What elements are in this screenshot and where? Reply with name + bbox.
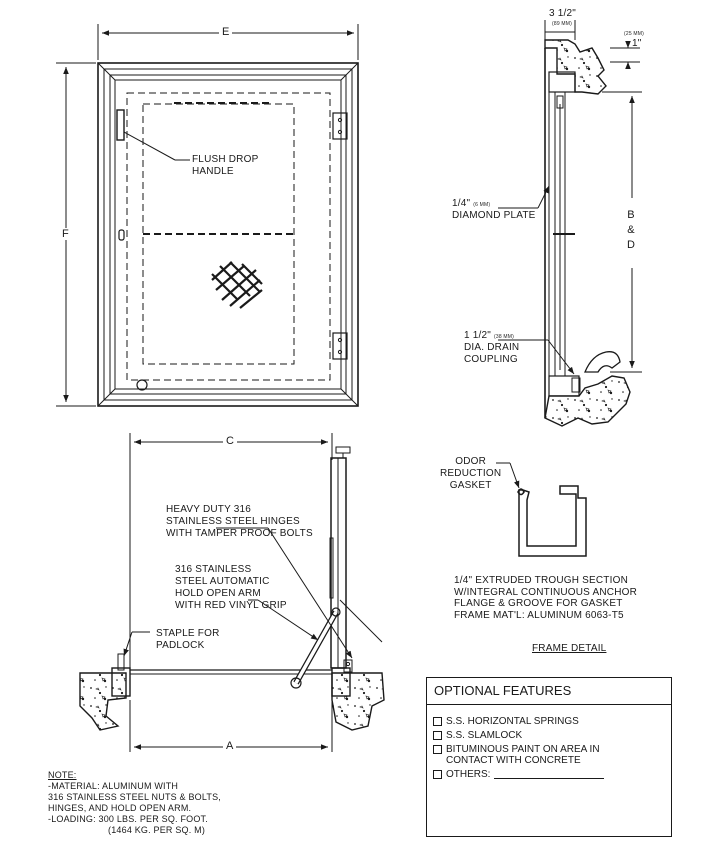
depth-b: B <box>627 209 635 221</box>
drain-coupling-note: DIA. DRAIN COUPLING <box>464 342 519 366</box>
note-line: WITH TAMPER PROOF BOLTS <box>166 528 313 539</box>
note-line: HANDLE <box>192 166 234 177</box>
note-line: HEAVY DUTY 316 <box>166 504 252 515</box>
note-line: (1464 KG. PER SQ. M) <box>108 825 206 835</box>
hinge-note: HEAVY DUTY 316 STAINLESS STEEL HINGES WI… <box>166 504 313 540</box>
odor-gasket-note: ODOR REDUCTION GASKET <box>440 456 501 492</box>
note-line: 1/4" EXTRUDED TROUGH SECTION <box>454 575 628 586</box>
option-slamlock[interactable]: S.S. SLAMLOCK <box>433 730 665 741</box>
lip-label: 1" <box>632 38 642 49</box>
note-line: STAINLESS STEEL HINGES <box>166 516 300 527</box>
plate-size-mm: (6 MM) <box>473 202 491 208</box>
dimension-f-label: F <box>59 228 72 240</box>
drain-size-mm: (38 MM) <box>493 334 514 340</box>
checkbox[interactable] <box>433 717 442 726</box>
depth-b-d-label: B & D <box>627 208 636 253</box>
depth-amp: & <box>627 224 635 236</box>
option-bituminous-paint[interactable]: BITUMINOUS PAINT ON AREA IN CONTACT WITH… <box>433 744 665 766</box>
option-label: BITUMINOUS PAINT ON AREA IN CONTACT WITH… <box>446 744 600 766</box>
option-horizontal-springs[interactable]: S.S. HORIZONTAL SPRINGS <box>433 716 665 727</box>
plate-size: 1/4" <box>452 198 471 209</box>
checkbox[interactable] <box>433 770 442 779</box>
frame-width-mm-label: (89 MM) <box>552 21 573 27</box>
note-line: COUPLING <box>464 354 518 365</box>
side-section-view <box>498 20 642 427</box>
diamond-plate-label: DIAMOND PLATE <box>452 210 536 221</box>
dimension-c-label: C <box>223 435 237 447</box>
option-others[interactable]: OTHERS: <box>433 769 665 780</box>
note-line: PADLOCK <box>156 640 205 651</box>
note-line: W/INTEGRAL CONTINUOUS ANCHOR <box>454 586 638 598</box>
checkbox[interactable] <box>433 731 442 740</box>
note-line: STAPLE FOR <box>156 628 220 639</box>
option-label: S.S. SLAMLOCK <box>446 730 523 741</box>
note-line: STEEL AUTOMATIC <box>175 576 270 587</box>
general-note: NOTE: -MATERIAL: ALUMINUM WITH 316 STAIN… <box>48 770 221 836</box>
staple-note: STAPLE FOR PADLOCK <box>156 628 220 652</box>
note-line: -LOADING: 300 LBS. PER SQ. FOOT. <box>48 814 208 824</box>
note-line: HINGES, AND HOLD OPEN ARM. <box>48 803 192 813</box>
note-line: 316 STAINLESS STEEL NUTS & BOLTS, <box>48 792 221 802</box>
note-heading: NOTE: <box>48 770 77 780</box>
note-line: HOLD OPEN ARM <box>175 588 261 599</box>
lip-mm-label: (25 MM) <box>624 31 645 37</box>
optional-features-list: S.S. HORIZONTAL SPRINGS S.S. SLAMLOCK BI… <box>433 716 665 783</box>
option-label: S.S. HORIZONTAL SPRINGS <box>446 716 579 727</box>
depth-d: D <box>627 239 636 251</box>
dimension-e-label: E <box>219 26 233 38</box>
note-line: FLUSH DROP <box>192 154 259 165</box>
note-line: ODOR <box>455 456 487 467</box>
note-line: DIA. DRAIN <box>464 342 520 353</box>
optional-features-title: OPTIONAL FEATURES <box>427 678 671 705</box>
note-line: GASKET <box>449 480 492 491</box>
plan-view <box>56 24 359 407</box>
drain-size: 1 1/2" <box>464 330 491 341</box>
flush-drop-handle-note: FLUSH DROP HANDLE <box>192 154 258 178</box>
option-label-line: CONTACT WITH CONCRETE <box>446 755 581 766</box>
plate-size-label: 1/4" (6 MM) <box>452 198 490 210</box>
checkbox[interactable] <box>433 745 442 754</box>
drain-size-label: 1 1/2" (38 MM) <box>464 330 514 342</box>
option-label: OTHERS: <box>446 769 491 780</box>
hold-open-arm-note: 316 STAINLESS STEEL AUTOMATIC HOLD OPEN … <box>175 564 287 612</box>
note-line: REDUCTION <box>440 468 502 479</box>
frame-detail <box>496 462 587 557</box>
optional-features-box: OPTIONAL FEATURES S.S. HORIZONTAL SPRING… <box>426 677 672 837</box>
note-line: FLANGE & GROOVE FOR GASKET <box>454 598 623 609</box>
note-line: WITH RED VINYL GRIP <box>175 600 287 611</box>
others-blank-line[interactable] <box>494 769 605 779</box>
note-line: -MATERIAL: ALUMINUM WITH <box>48 781 179 791</box>
note-line: FRAME MAT'L: ALUMINUM 6063-T5 <box>454 609 624 621</box>
option-label-line: BITUMINOUS PAINT ON AREA IN <box>446 744 600 755</box>
frame-width-label: 3 1/2" <box>549 8 576 19</box>
note-line: 316 STAINLESS <box>175 564 252 575</box>
dimension-a-label: A <box>223 740 237 752</box>
trough-description: 1/4" EXTRUDED TROUGH SECTION W/INTEGRAL … <box>454 575 637 621</box>
frame-detail-caption: FRAME DETAIL <box>532 643 607 654</box>
